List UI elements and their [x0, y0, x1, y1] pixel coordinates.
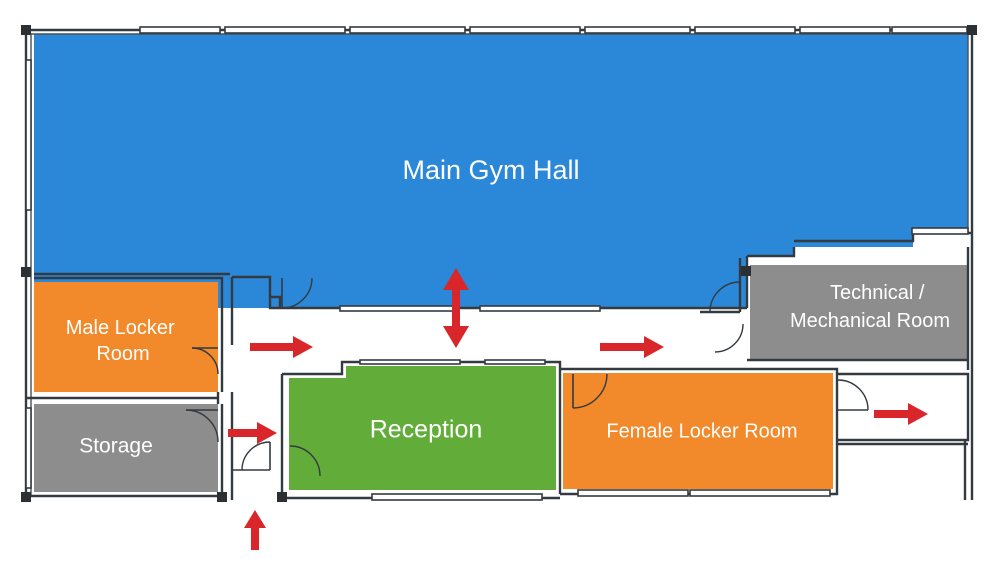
flow-arrows [228, 268, 928, 550]
doors [185, 277, 869, 477]
room-labels: Main Gym Hall Male Locker Room Storage R… [66, 155, 950, 457]
reception-fill [289, 366, 556, 490]
storage-label: Storage [79, 435, 153, 458]
corridor-right-arrow-icon [600, 336, 664, 358]
entrance-arrow-icon [244, 510, 266, 550]
to-reception-arrow-icon [228, 422, 277, 444]
female-locker-room-fill [563, 373, 833, 489]
main-gym-hall-label: Main Gym Hall [402, 155, 579, 185]
windows [25, 26, 969, 501]
gym-double-arrow-icon [443, 268, 469, 348]
main-gym-hall-fill [34, 34, 968, 308]
exit-arrow-icon [874, 403, 928, 425]
female-locker-room-label: Female Locker Room [606, 420, 797, 442]
male-locker-room-label: Male Locker Room [66, 317, 181, 365]
room-fills [34, 34, 968, 492]
corridor-left-arrow-icon [250, 336, 313, 358]
columns [21, 25, 977, 502]
technical-room-fill [750, 265, 968, 360]
reception-label: Reception [370, 416, 483, 444]
technical-room-label: Technical / Mechanical Room [790, 282, 950, 332]
male-locker-room-fill [34, 282, 218, 392]
storage-fill [34, 404, 218, 492]
